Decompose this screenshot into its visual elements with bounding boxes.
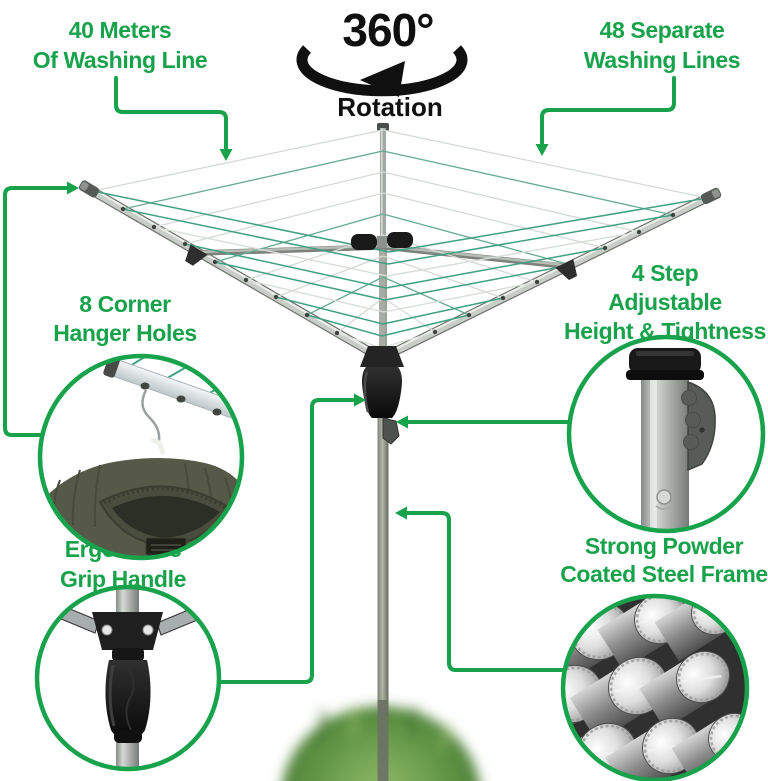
inset-steel-frame [560,593,750,781]
corner-hanger-hole-closeup [42,358,240,556]
label-bottom-right-line1: Strong Powder [585,533,744,559]
inset-grip-handle [34,584,222,772]
label-left-line2: Hanger Holes [53,320,196,346]
bracket-rivet [101,624,113,636]
arrowhead-adjuster [396,415,408,429]
pole-through-grass [377,700,389,781]
hanger-hole [140,382,150,390]
left-arm [82,183,379,359]
pole-rivet [656,489,672,505]
strut-bracket-right [555,259,578,280]
right-arm [385,190,718,359]
arm-corner-cap-left [78,180,100,198]
label-right-line1: 4 Step [632,260,699,286]
callout-line-grip [216,398,356,684]
callout-line-top-left [114,76,228,152]
label-top-left-line2: Of Washing Line [33,47,208,73]
steel-tube [639,650,730,730]
hanger-hole [212,408,222,416]
grip-handle [362,367,402,418]
inset-ring-frame [560,593,750,781]
hub-tensioner [351,232,413,250]
callout-line-left [3,186,70,437]
hanger-hook-wire [141,389,161,442]
pole-below-grip [116,736,139,767]
inset-height-adjuster [566,334,766,534]
height-adjustment-closeup [626,348,716,529]
callout-line-top-right [540,76,676,147]
ratchet-adjuster [382,417,400,445]
arrowhead-left [67,181,79,195]
arm-corner-cap-right [700,187,722,205]
inset-ring-adjuster [566,334,766,534]
steel-frame-closeup [565,598,745,778]
arrowhead-top-left [219,149,233,161]
rotation-label: Rotation [337,92,442,122]
right-support-strut [382,244,565,269]
sweater [42,457,240,556]
arrowhead-grip [354,393,366,407]
inset-ring-grip [34,584,222,772]
arrowhead-top-right [535,144,549,156]
front-arm [379,252,385,352]
steel-tube [597,598,688,671]
label-right-line2: Adjustable [608,289,722,315]
inset-ring-hanger [37,353,245,561]
ratchet-mechanism [681,380,716,472]
rotation-value: 360° [342,4,433,56]
runner-bracket [92,612,163,650]
washing-lines-front [92,190,708,349]
grip-bulb [105,660,151,739]
rotation-icon: 360° Rotation [296,4,468,122]
arrowhead-frame [395,506,407,520]
bracket-rivet [142,624,154,636]
mast-lower-pole [377,418,389,781]
rotation-arrowhead [360,61,405,97]
label-top-right-line2: Washing Lines [584,47,740,73]
washing-line-product [78,123,722,781]
label-top-right-line1: 48 Separate [600,17,725,43]
label-left-line1: 8 Corner [79,291,171,317]
hanger-hole [176,395,186,403]
collar-bracket [360,346,404,367]
label-bottom-right-line2: Coated Steel Frame [560,561,768,587]
pole-top-cap [626,348,704,380]
label-top-left-line1: 40 Meters [69,17,172,43]
callout-line-frame [405,511,567,672]
rotation-arc [296,45,468,97]
grass-base [282,700,480,781]
mast-top-section [380,128,386,238]
callout-connectors [3,76,676,684]
strut-bracket-left [185,244,208,266]
inset-hanger [37,353,245,561]
